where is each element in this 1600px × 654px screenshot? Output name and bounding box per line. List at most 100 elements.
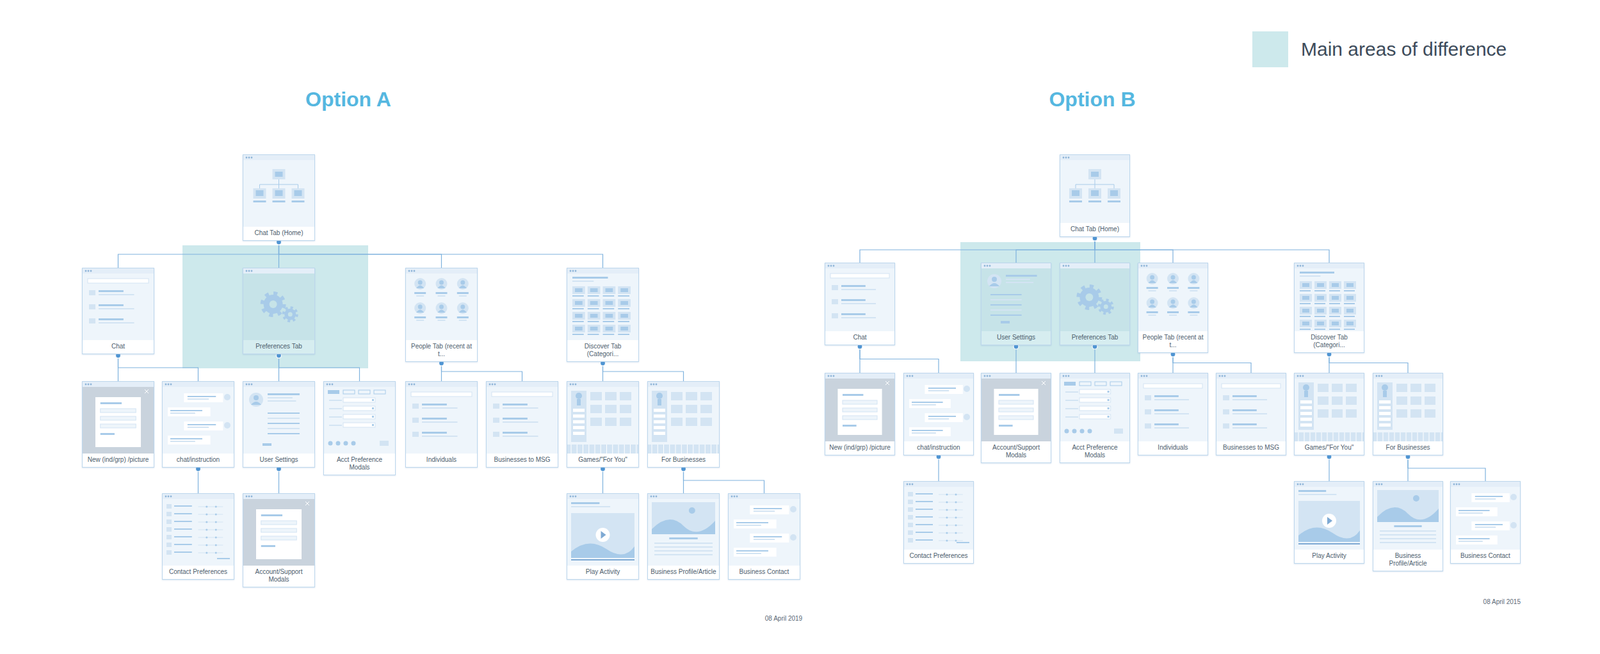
screen-box: Acct Preference Modals — [323, 380, 396, 476]
screen-caption: Business Profile/Article — [647, 565, 720, 579]
tree-connector — [859, 236, 1095, 263]
tree-connector — [1016, 236, 1095, 263]
screen-box: Discover Tab (Categori... — [1293, 262, 1365, 353]
screen-box: Acct Preference Modals — [1059, 372, 1131, 463]
screen-box: For Businesses — [647, 380, 720, 468]
wireframe-illustration — [1138, 373, 1208, 442]
wireframe-illustration — [1060, 154, 1130, 223]
date-note: 08 April 2019 — [765, 614, 803, 622]
wireframe-illustration — [567, 268, 639, 340]
wireframe-illustration — [825, 373, 895, 442]
screen-caption: Chat Tab (Home) — [1060, 222, 1130, 237]
screen-box: Chat — [824, 262, 896, 346]
tree-connector — [1407, 455, 1486, 481]
screen-caption: Play Activity — [567, 565, 639, 579]
screen-box: People Tab (recent at t... — [405, 267, 478, 362]
screen-caption: Chat — [825, 331, 895, 345]
tree-connector — [441, 361, 523, 381]
wireframe-illustration — [1060, 263, 1130, 332]
tree-connector — [279, 240, 604, 268]
screen-caption: Acct Preference Modals — [323, 453, 396, 475]
screen-caption: Acct Preference Modals — [1060, 441, 1130, 463]
screen-caption: Businesses to MSG — [486, 453, 558, 467]
screen-caption: Chat Tab (Home) — [243, 226, 315, 241]
screen-caption: Individuals — [1138, 441, 1208, 455]
screen-box: Business Contact — [1450, 480, 1521, 564]
screen-caption: Business Contact — [728, 565, 800, 579]
screen-box: People Tab (recent at t... — [1137, 262, 1209, 353]
difference-highlight — [960, 242, 1141, 362]
tree-connector — [683, 467, 765, 493]
screen-box: Business Contact — [727, 492, 801, 580]
wireframe-illustration — [1373, 481, 1443, 550]
wireframe-illustration — [981, 373, 1051, 442]
screen-caption: People Tab (recent at t... — [1138, 331, 1208, 353]
screen-box: User Settings — [980, 262, 1052, 346]
wireframe-illustration — [162, 493, 234, 566]
screen-box: Games/"For You" — [566, 380, 639, 468]
screen-box: Business Profile/Article — [1372, 480, 1444, 572]
wireframe-illustration — [486, 381, 558, 454]
wireframe-illustration — [1450, 481, 1520, 550]
screen-caption: Discover Tab (Categori... — [1294, 331, 1364, 353]
screen-box: Business Profile/Article — [647, 492, 720, 580]
screen-caption: Businesses to MSG — [1216, 441, 1286, 455]
screen-box: Businesses to MSG — [485, 380, 559, 468]
date-note: 08 April 2015 — [1483, 597, 1521, 606]
wireframe-illustration — [904, 373, 974, 442]
wireframe-illustration — [405, 381, 477, 454]
screen-caption: New (ind/grp) /picture — [82, 453, 154, 467]
screen-caption: For Businesses — [1373, 441, 1443, 455]
screen-box: Businesses to MSG — [1215, 372, 1287, 456]
screen-box: For Businesses — [1372, 372, 1444, 456]
wireframe-illustration — [825, 263, 895, 332]
screen-caption: chat/instruction — [904, 441, 974, 455]
screen-box: Chat Tab (Home) — [242, 154, 316, 241]
wireframe-illustration — [405, 268, 477, 340]
screen-box: chat/instruction — [161, 380, 235, 468]
wireframe-illustration — [1294, 373, 1364, 442]
screen-box: Contact Preferences — [161, 492, 235, 580]
screen-caption: User Settings — [981, 331, 1051, 345]
screen-caption: Chat — [82, 339, 154, 354]
screen-box: Individuals — [405, 380, 478, 468]
wireframe-illustration — [567, 381, 639, 454]
tree-connector — [118, 354, 199, 381]
screen-box: Chat — [81, 267, 155, 355]
wireframe-illustration — [567, 493, 639, 566]
screen-caption: New (ind/grp) /picture — [825, 441, 895, 455]
screen-box: Preferences Tab — [242, 267, 316, 355]
wireframe-illustration — [1138, 263, 1208, 332]
screen-box: User Settings — [242, 380, 316, 468]
wireframe-illustration — [1216, 373, 1286, 442]
wireframe-illustration — [647, 381, 720, 454]
difference-highlight — [182, 245, 369, 369]
screen-caption: Business Profile/Article — [1373, 549, 1443, 571]
screen-caption: Contact Preferences — [162, 565, 234, 579]
screen-caption: Preferences Tab — [1060, 331, 1130, 345]
screen-caption: User Settings — [243, 453, 315, 467]
tree-connector — [603, 361, 684, 381]
legend-text: Main areas of difference — [1301, 38, 1507, 61]
wireframe-illustration — [728, 493, 800, 566]
wireframe-illustration — [162, 381, 234, 454]
screen-caption: People Tab (recent at t... — [405, 339, 477, 362]
screen-caption: Account/Support Modals — [243, 565, 315, 587]
screen-caption: Preferences Tab — [243, 339, 315, 354]
screen-caption: Games/"For You" — [1294, 441, 1364, 455]
wireframe-illustration — [82, 268, 154, 340]
wireframe-illustration — [1294, 263, 1364, 332]
screen-box: New (ind/grp) /picture — [81, 380, 155, 468]
option-title: Option A — [305, 87, 392, 112]
screen-box: Play Activity — [1293, 480, 1365, 564]
screen-box: Preferences Tab — [1059, 262, 1131, 346]
wireframe-illustration — [1294, 481, 1364, 550]
wireframe-illustration — [647, 493, 720, 566]
wireframe-illustration — [1373, 373, 1443, 442]
wireframe-illustration — [323, 381, 396, 454]
tree-connector — [1172, 352, 1252, 373]
screen-caption: Games/"For You" — [567, 453, 639, 467]
screen-box: chat/instruction — [903, 372, 974, 456]
wireframe-illustration — [243, 154, 315, 227]
screen-caption: Business Contact — [1450, 549, 1520, 563]
